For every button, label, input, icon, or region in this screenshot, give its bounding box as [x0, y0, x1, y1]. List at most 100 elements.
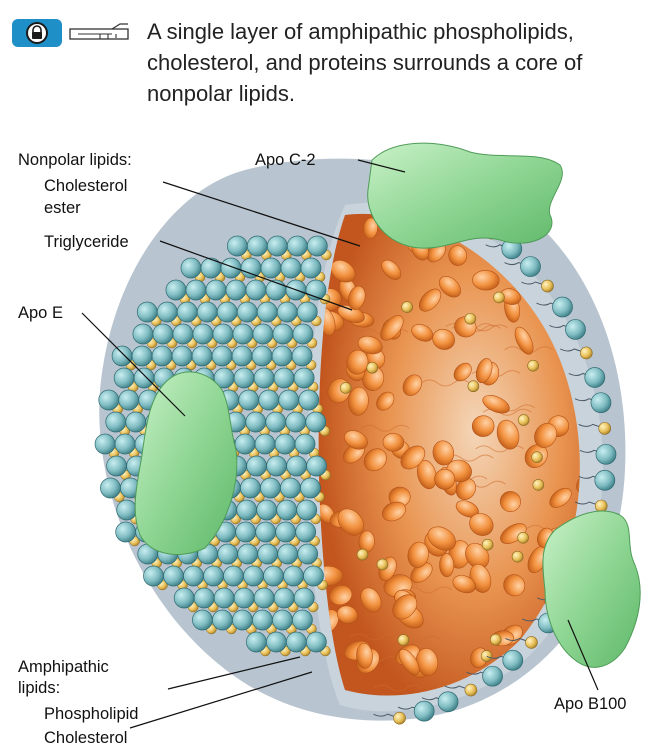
phospholipid-head	[257, 302, 277, 322]
phospholipid-head	[277, 500, 297, 520]
phospholipid-head	[227, 236, 247, 256]
phospholipid-head	[247, 236, 267, 256]
phospholipid-head	[306, 412, 326, 432]
phospholipid-head	[116, 522, 136, 542]
phospholipid-head	[294, 588, 314, 608]
phospholipid-head	[274, 588, 294, 608]
lock-icon	[12, 19, 62, 47]
phospholipid-head	[414, 701, 434, 721]
phospholipid-head	[126, 412, 146, 432]
cholesterol-ester-molecule	[528, 360, 539, 371]
phospholipid-head	[137, 302, 157, 322]
phospholipid-head	[203, 566, 223, 586]
phospholipid-head	[307, 456, 327, 476]
phospholipid-head	[177, 302, 197, 322]
phospholipid-head	[503, 650, 523, 670]
phospholipid-head	[258, 544, 278, 564]
phospholipid-head	[246, 632, 266, 652]
phospholipid-head	[237, 302, 257, 322]
phospholipid-head	[279, 390, 299, 410]
phospholipid-head	[240, 478, 260, 498]
cholesterol-ester-molecule	[531, 452, 542, 463]
membrane-cholesterol	[599, 422, 611, 434]
phospholipid-head	[254, 588, 274, 608]
phospholipid-head	[238, 544, 258, 564]
phospholipid-head	[246, 280, 266, 300]
caption-line-2: cholesterol, and proteins surrounds a co…	[147, 47, 647, 78]
phospholipid-head	[253, 324, 273, 344]
phospholipid-head	[287, 236, 307, 256]
phospholipid-head	[232, 346, 252, 366]
membrane-cholesterol	[394, 712, 406, 724]
phospholipid-head	[181, 258, 201, 278]
phospholipid-head	[206, 280, 226, 300]
phospholipid-head	[163, 566, 183, 586]
phospholipid-head	[286, 632, 306, 652]
phospholipid-head	[280, 478, 300, 498]
phospholipid-head	[565, 319, 585, 339]
phospholipid-head	[166, 280, 186, 300]
phospholipid-head	[303, 566, 323, 586]
phospholipid-head	[194, 588, 214, 608]
phospholipid-head	[221, 258, 241, 278]
phospholipid-head	[287, 456, 307, 476]
label-apo-e: Apo E	[18, 303, 63, 323]
phospholipid-head	[217, 302, 237, 322]
phospholipid-head	[134, 368, 154, 388]
phospholipid-head	[266, 412, 286, 432]
triglyceride-molecule	[439, 553, 454, 576]
phospholipid-head	[274, 368, 294, 388]
phospholipid-head	[193, 324, 213, 344]
phospholipid-head	[275, 434, 295, 454]
phospholipid-head	[283, 566, 303, 586]
phospholipid-head	[226, 280, 246, 300]
phospholipid-head	[596, 444, 616, 464]
phospholipid-head	[252, 610, 272, 630]
phospholipid-head	[213, 324, 233, 344]
phospholipid-head	[183, 566, 203, 586]
cholesterol-ester-molecule	[518, 415, 529, 426]
phospholipid-head	[263, 566, 283, 586]
membrane-cholesterol	[465, 684, 477, 696]
cholesterol-ester-molecule	[512, 551, 523, 562]
phospholipid-head	[272, 346, 292, 366]
phospholipid-head	[552, 297, 572, 317]
phospholipid-head	[307, 236, 327, 256]
phospholipid-head	[234, 588, 254, 608]
phospholipid-head	[197, 302, 217, 322]
phospholipid-head	[237, 500, 257, 520]
cholesterol-ester-molecule	[402, 302, 413, 313]
phospholipid-head	[278, 544, 298, 564]
phospholipid-head	[153, 324, 173, 344]
phospholipid-head	[272, 610, 292, 630]
phospholipid-head	[259, 390, 279, 410]
label-apo-c2: Apo C-2	[255, 150, 316, 170]
phospholipid-head	[591, 393, 611, 413]
phospholipid-head	[261, 258, 281, 278]
phospholipid-head	[212, 346, 232, 366]
phospholipid-head	[100, 478, 120, 498]
phospholipid-head	[595, 470, 615, 490]
phospholipid-head	[585, 367, 605, 387]
label-nonpolar-lipids: Nonpolar lipids:	[18, 150, 132, 170]
cholesterol-ester-molecule	[533, 479, 544, 490]
label-cholesterol-ester: Cholesterol	[44, 176, 127, 196]
phospholipid-head	[256, 522, 276, 542]
caption-line-1: A single layer of amphipathic phospholip…	[147, 16, 647, 47]
triglyceride-molecule	[539, 663, 565, 692]
phospholipid-head	[521, 257, 541, 277]
cholesterol-ester-molecule	[340, 382, 351, 393]
phospholipid-head	[267, 236, 287, 256]
label-amphipathic-lipids: Amphipathic	[18, 657, 109, 677]
triglyceride-molecule	[500, 491, 521, 512]
phospholipid-head	[157, 302, 177, 322]
phospholipid-head	[232, 610, 252, 630]
phospholipid-head	[112, 346, 132, 366]
phospholipid-head	[300, 478, 320, 498]
phospholipid-head	[257, 500, 277, 520]
phospholipid-head	[247, 456, 267, 476]
phospholipid-head	[306, 632, 326, 652]
label-cholesterol-ester-2: ester	[44, 198, 81, 218]
phospholipid-head	[298, 544, 318, 564]
caption-line-3: nonpolar lipids.	[147, 78, 647, 109]
